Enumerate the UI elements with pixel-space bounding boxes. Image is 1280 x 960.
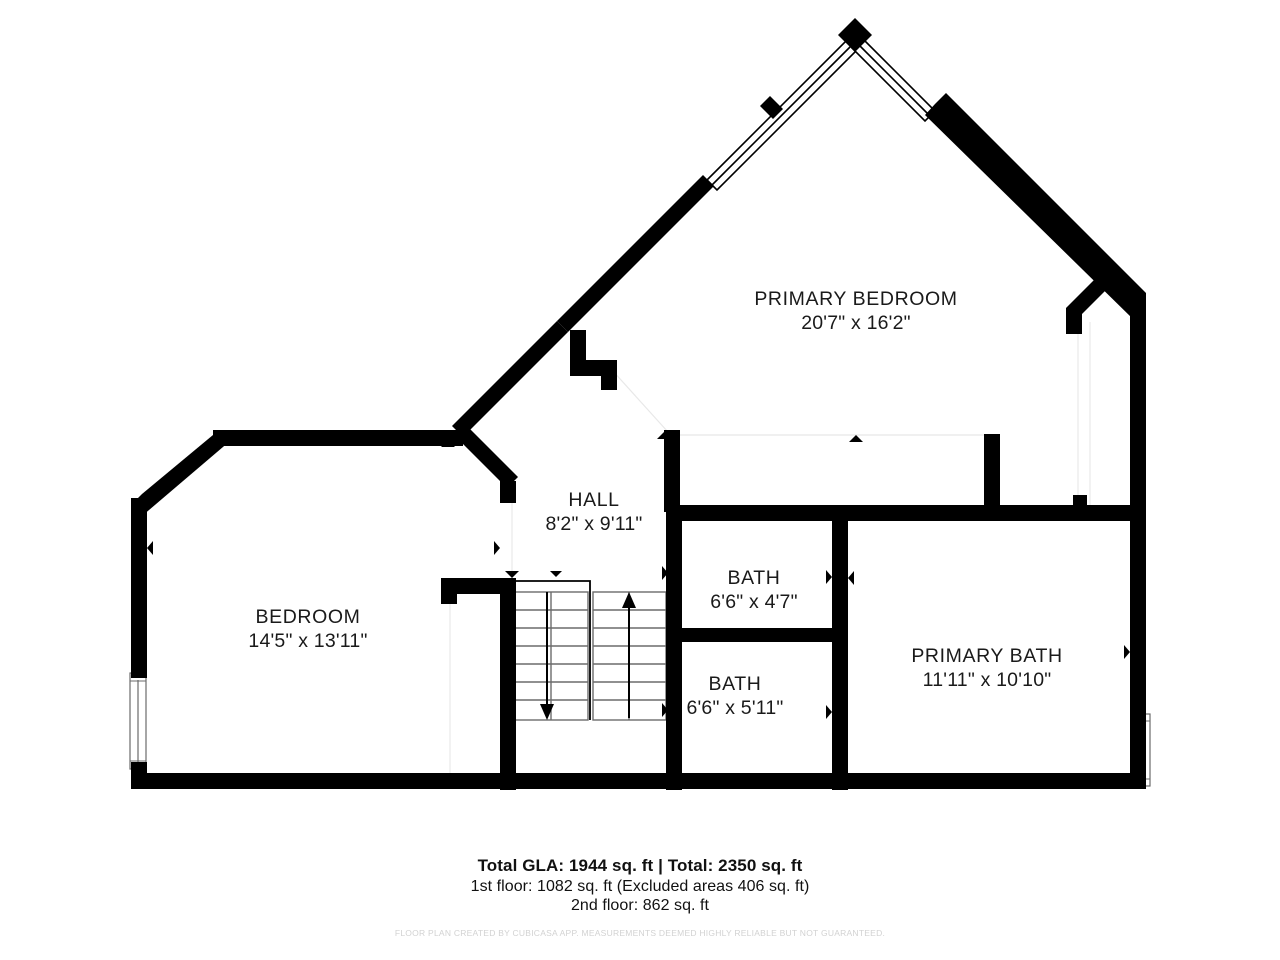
staircase xyxy=(514,571,667,721)
opening-guide-lines xyxy=(449,322,1091,788)
window-left-wall xyxy=(129,672,147,770)
second-floor-line: 2nd floor: 862 sq. ft xyxy=(570,897,710,914)
area-summary: Total GLA: 1944 sq. ft | Total: 2350 sq.… xyxy=(0,856,1280,915)
first-floor-line: 1st floor: 1082 sq. ft (Excluded areas 4… xyxy=(470,878,810,895)
window-peak-left xyxy=(705,36,861,192)
stair-arrow-up xyxy=(622,592,636,718)
window-peak-right xyxy=(850,36,937,123)
stair-arrow-down xyxy=(540,592,554,720)
total-gla-line: Total GLA: 1944 sq. ft | Total: 2350 sq.… xyxy=(477,856,803,875)
door-markers xyxy=(147,315,1130,780)
interior-walls xyxy=(441,430,1144,790)
disclaimer-text: FLOOR PLAN CREATED BY CUBICASA APP. MEAS… xyxy=(394,928,886,938)
exterior-walls xyxy=(131,18,1146,789)
